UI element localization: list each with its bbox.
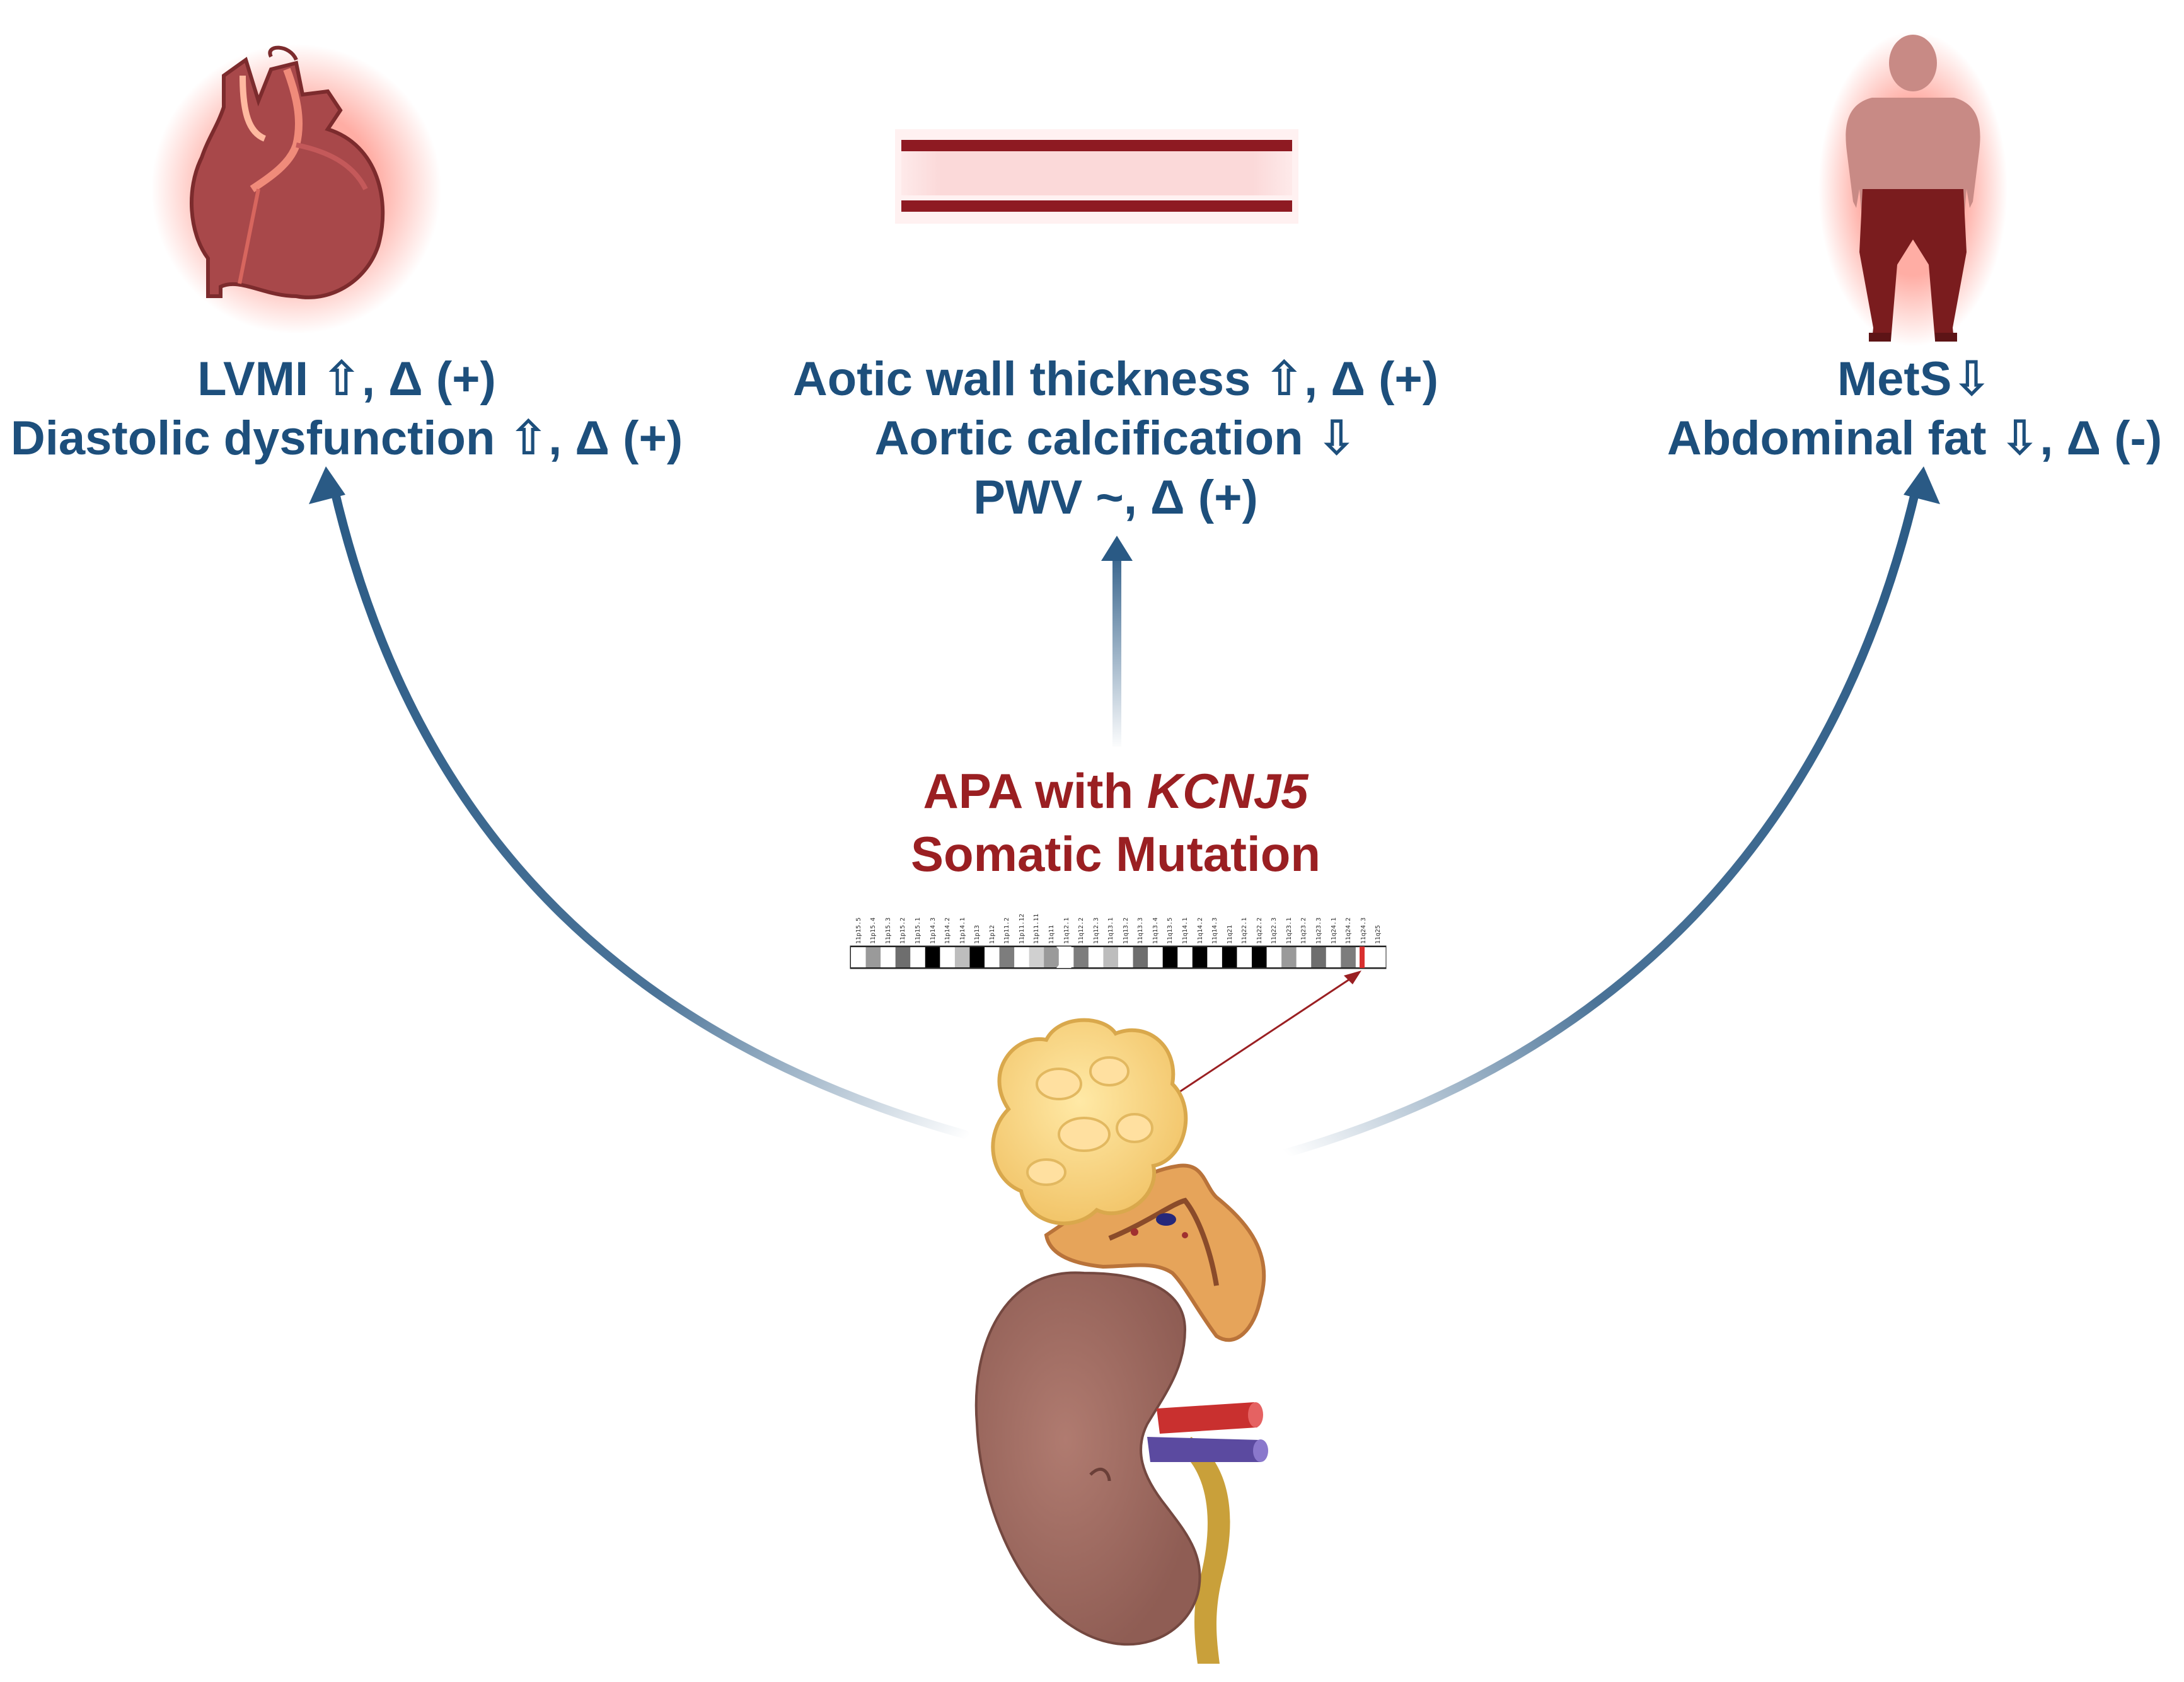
aorta-line-calcification: Aortic calcification ⇩: [874, 412, 1357, 465]
chromosome-band: [940, 947, 956, 967]
chromosome-band: [1222, 947, 1237, 967]
chromosome-band: [1296, 947, 1312, 967]
center-title-line2: Somatic Mutation: [910, 826, 1320, 882]
chromosome-band: [910, 947, 926, 967]
chromosome-band-label: 11q13.5: [1167, 917, 1174, 944]
chromosome-band-label: 11p14.1: [959, 917, 966, 944]
center-title-line1: APA with KCNJ5: [800, 759, 1431, 822]
chromosome-band-labels: 11p15.5 11p15.4 11p15.3 11p15.2 11p15.1 11p14…: [851, 907, 1385, 945]
aorta-findings: Aotic wall thickness ⇧, Δ (+) Aortic cal…: [744, 350, 1488, 527]
kidney-adrenal-icon: [974, 1018, 1268, 1664]
chromosome-band: [865, 947, 881, 967]
obese-person-icon: [1818, 32, 2008, 347]
chromosome-band-label: 11q14.3: [1211, 917, 1219, 944]
chromosome-band: [1281, 947, 1297, 967]
chromosome-band-label: 11q25: [1375, 925, 1382, 944]
chromosome-band: [1044, 947, 1060, 967]
chromosome-band-label: 11q12.3: [1092, 917, 1100, 944]
chromosome-band-label: 11q13.2: [1122, 917, 1130, 944]
chromosome-band: [1192, 947, 1208, 967]
chromosome-band-label: 11p13: [974, 925, 981, 944]
chromosome-band-label: 11q24.1: [1330, 917, 1338, 944]
chromosome-band: [1207, 947, 1223, 967]
chromosome-band-label: 11p14.3: [929, 917, 937, 944]
obesity-findings: MetS⇩ Abdominal fat ⇩, Δ (-): [1645, 350, 2184, 468]
heart-line-lvmi: LVMI ⇧, Δ (+): [197, 352, 496, 406]
heart-icon: [151, 44, 441, 334]
chromosome-band-label: 11p14.2: [944, 917, 952, 944]
chromosome-band: [969, 947, 985, 967]
chromosome-band-label: 11p15.5: [855, 917, 862, 944]
chromosome-band: [1088, 947, 1104, 967]
chromosome-band-label: 11q13.1: [1107, 917, 1115, 944]
chromosome-band: [1103, 947, 1119, 967]
chromosome-band: [1311, 947, 1327, 967]
chromosome-band-label: 11q12.2: [1078, 917, 1085, 944]
chromosome-band: [925, 947, 940, 967]
chromosome-band: [1370, 947, 1386, 967]
chromosome-band-label: 11q21: [1226, 925, 1234, 944]
chromosome-band-label: 11p15.4: [870, 917, 877, 944]
heart-findings: LVMI ⇧, Δ (+) Diastolic dysfunction ⇧, Δ…: [0, 350, 693, 468]
chromosome-band-label: 11q13.3: [1137, 917, 1145, 944]
chromosome-band-label: 11p15.2: [899, 917, 907, 944]
chromosome-band-label: 11p12: [988, 925, 996, 944]
chromosome-band-label: 11p11.12: [1018, 913, 1026, 944]
gene-name: KCNJ5: [1147, 763, 1309, 819]
chromosome-band-label: 11q24.2: [1345, 917, 1353, 944]
chromosome-band-label: 11q11: [1048, 925, 1055, 944]
chromosome-band-label: 11q22.2: [1256, 917, 1263, 944]
chromosome-band-label: 11q22.1: [1241, 917, 1249, 944]
chromosome-band: [1341, 947, 1356, 967]
chromosome-band: [1148, 947, 1164, 967]
heart-line-diastolic: Diastolic dysfunction ⇧, Δ (+): [10, 412, 683, 465]
chromosome-band-label: 11p15.3: [884, 917, 892, 944]
chromosome-band: [1029, 947, 1044, 967]
arrow-to-heart: [309, 466, 969, 1139]
aorta-line-pwv: PWV ~, Δ (+): [973, 471, 1258, 524]
chromosome-band: [1014, 947, 1030, 967]
chromosome-band: [1237, 947, 1252, 967]
chromosome-band: [895, 947, 911, 967]
chromosome-band-label: 11q23.2: [1300, 917, 1308, 944]
chromosome-band: [1177, 947, 1193, 967]
aorta-vessel-icon: [895, 129, 1298, 224]
chromosome-band: [999, 947, 1015, 967]
chromosome-band-label: 11q22.3: [1271, 917, 1278, 944]
chromosome-band: [1326, 947, 1341, 967]
arrow-to-aorta: [1101, 536, 1133, 747]
chromosome-band: [1073, 947, 1089, 967]
chromosome-band-label: 11p11.2: [1003, 917, 1011, 944]
chromosome-band: [1133, 947, 1148, 967]
chromosome-band-label: 11p11.11: [1033, 913, 1041, 944]
chromosome-band-label: 11q23.3: [1315, 917, 1322, 944]
chromosome-band: [1266, 947, 1282, 967]
chromosome-band: [881, 947, 896, 967]
chromosome-11-ideogram: [850, 945, 1387, 1104]
chromosome-band: [1252, 947, 1268, 967]
aorta-line-wall-thickness: Aotic wall thickness ⇧, Δ (+): [792, 352, 1439, 406]
chromosome-band-label: 11q14.1: [1182, 917, 1189, 944]
center-title: APA with KCNJ5 Somatic Mutation: [800, 759, 1431, 885]
chromosome-band-label: 11p15.1: [915, 917, 922, 944]
chromosome-band: [1162, 947, 1178, 967]
obesity-line-abdominal-fat: Abdominal fat ⇩, Δ (-): [1667, 412, 2163, 465]
obesity-line-mets: MetS⇩: [1837, 352, 1992, 406]
chromosome-band: [985, 947, 1000, 967]
arrow-to-obesity: [1281, 466, 1940, 1158]
chromosome-band: [851, 947, 867, 967]
chromosome-band-label: 11q13.4: [1152, 917, 1159, 944]
chromosome-band-label: 11q24.3: [1360, 917, 1367, 944]
chromosome-band: [1118, 947, 1134, 967]
center-title-prefix: APA with: [923, 763, 1147, 819]
chromosome-band-label: 11q12.1: [1063, 917, 1070, 944]
chromosome-band-label: 11q14.2: [1196, 917, 1204, 944]
chromosome-band-label: 11q23.1: [1285, 917, 1293, 944]
chromosome-band: [954, 947, 970, 967]
